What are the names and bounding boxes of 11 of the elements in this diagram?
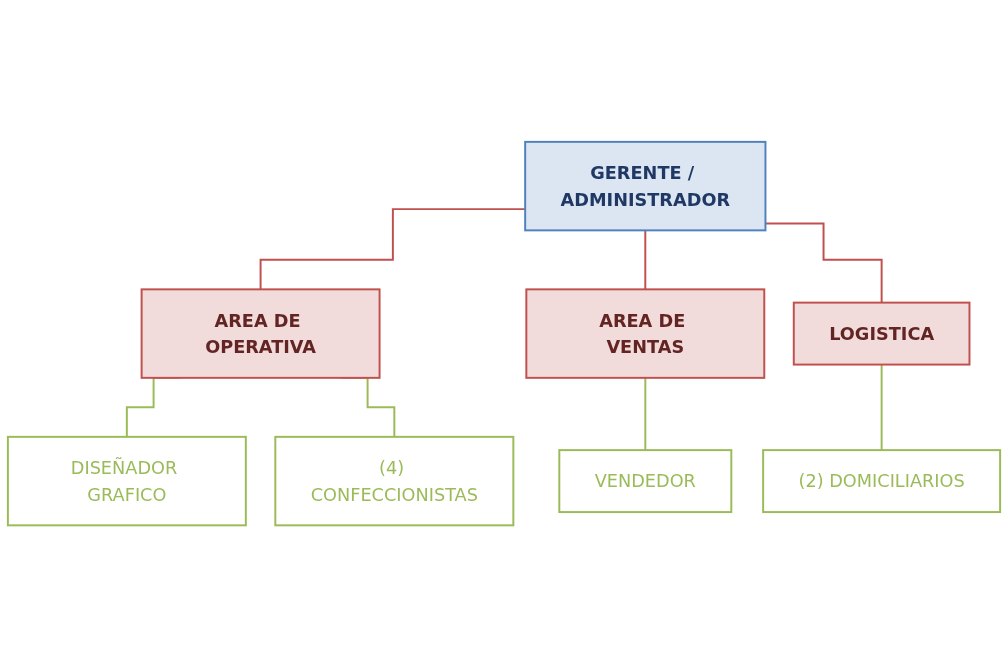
node-box: VENDEDOR bbox=[558, 449, 733, 514]
node-box: LOGISTICA bbox=[792, 302, 971, 366]
node-box: DISEÑADOR GRAFICO bbox=[6, 436, 247, 527]
node-box: (2) DOMICILIARIOS bbox=[762, 449, 1002, 514]
connector bbox=[880, 363, 883, 452]
node-box: AREA DE OPERATIVA bbox=[140, 288, 381, 380]
connector bbox=[644, 377, 647, 452]
node-box: GERENTE / ADMINISTRADOR bbox=[524, 141, 767, 232]
connector bbox=[644, 229, 647, 291]
node-box: (4) CONFECCIONISTAS bbox=[274, 436, 515, 527]
node-box: AREA DE VENTAS bbox=[525, 288, 766, 380]
